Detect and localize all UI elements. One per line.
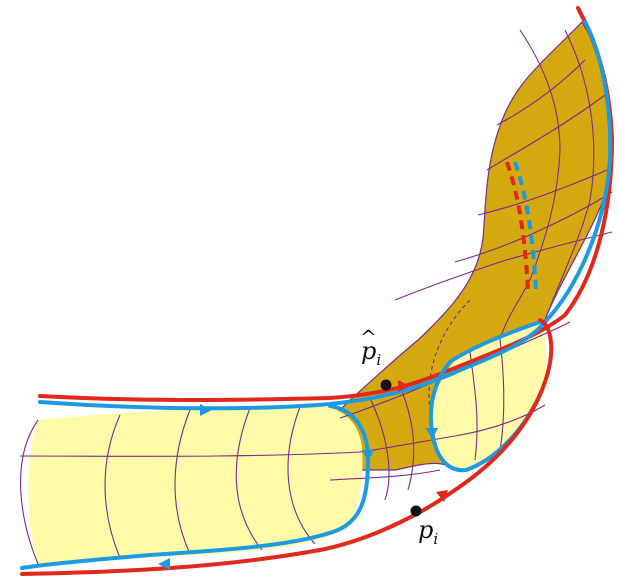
point-p bbox=[410, 505, 422, 517]
dark-surface-band bbox=[329, 21, 613, 471]
light-tube-body bbox=[28, 406, 363, 564]
right-loop-arrow bbox=[426, 428, 438, 440]
bottom-red-arrow bbox=[436, 490, 448, 502]
left-loop-arrow bbox=[362, 450, 374, 462]
dashed-red-line bbox=[505, 161, 530, 291]
left-blue-loop bbox=[20, 404, 371, 570]
point-p-hat bbox=[380, 379, 392, 391]
dashed-blue-line bbox=[513, 161, 538, 291]
top-blue-arrow bbox=[200, 404, 212, 416]
hidden-dashed-curve bbox=[428, 299, 471, 456]
top-red-arrow bbox=[398, 380, 410, 392]
label-p-hat: ^pi bbox=[360, 325, 382, 369]
top-blue-curve bbox=[38, 20, 613, 411]
label-p: pi bbox=[418, 516, 439, 548]
bottom-blue-arrow bbox=[158, 558, 170, 570]
